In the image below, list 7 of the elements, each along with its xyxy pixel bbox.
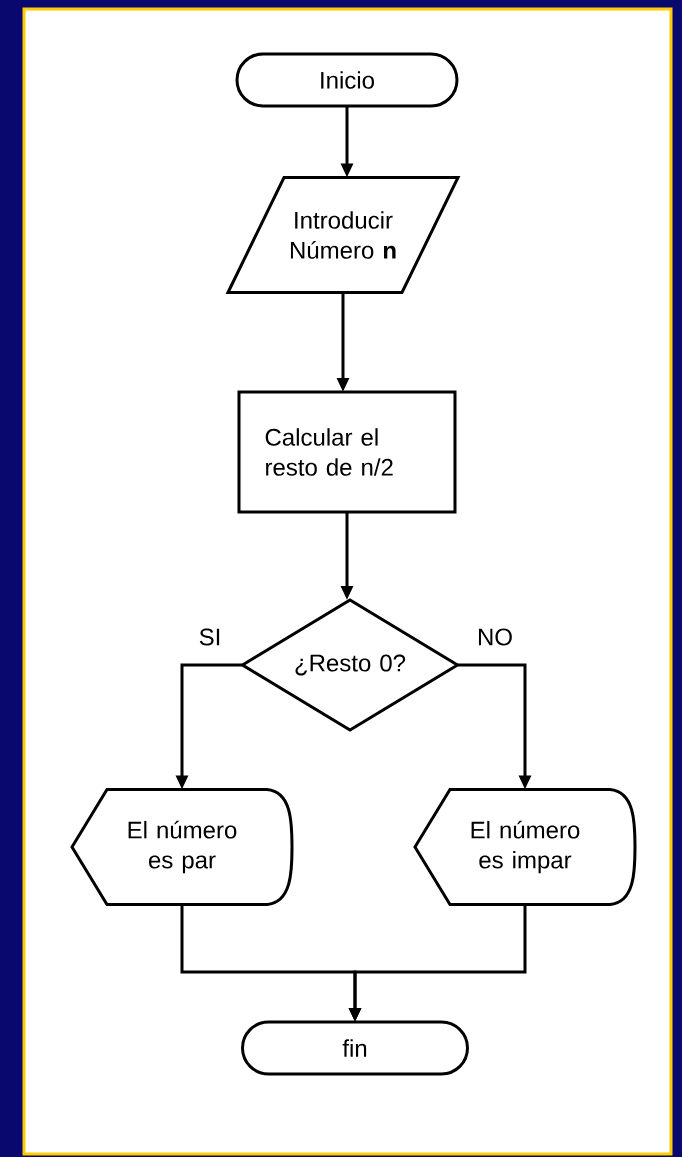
edge-label: SI [197,627,223,647]
process-box: Calcular el resto de n/2 [237,390,457,514]
terminal-box: Inicio [235,52,459,108]
edge-label: NO [476,627,514,647]
terminal-box: fin [241,1020,469,1076]
display-box: El número es par [70,788,294,906]
display-box: El número es impar [413,788,637,906]
